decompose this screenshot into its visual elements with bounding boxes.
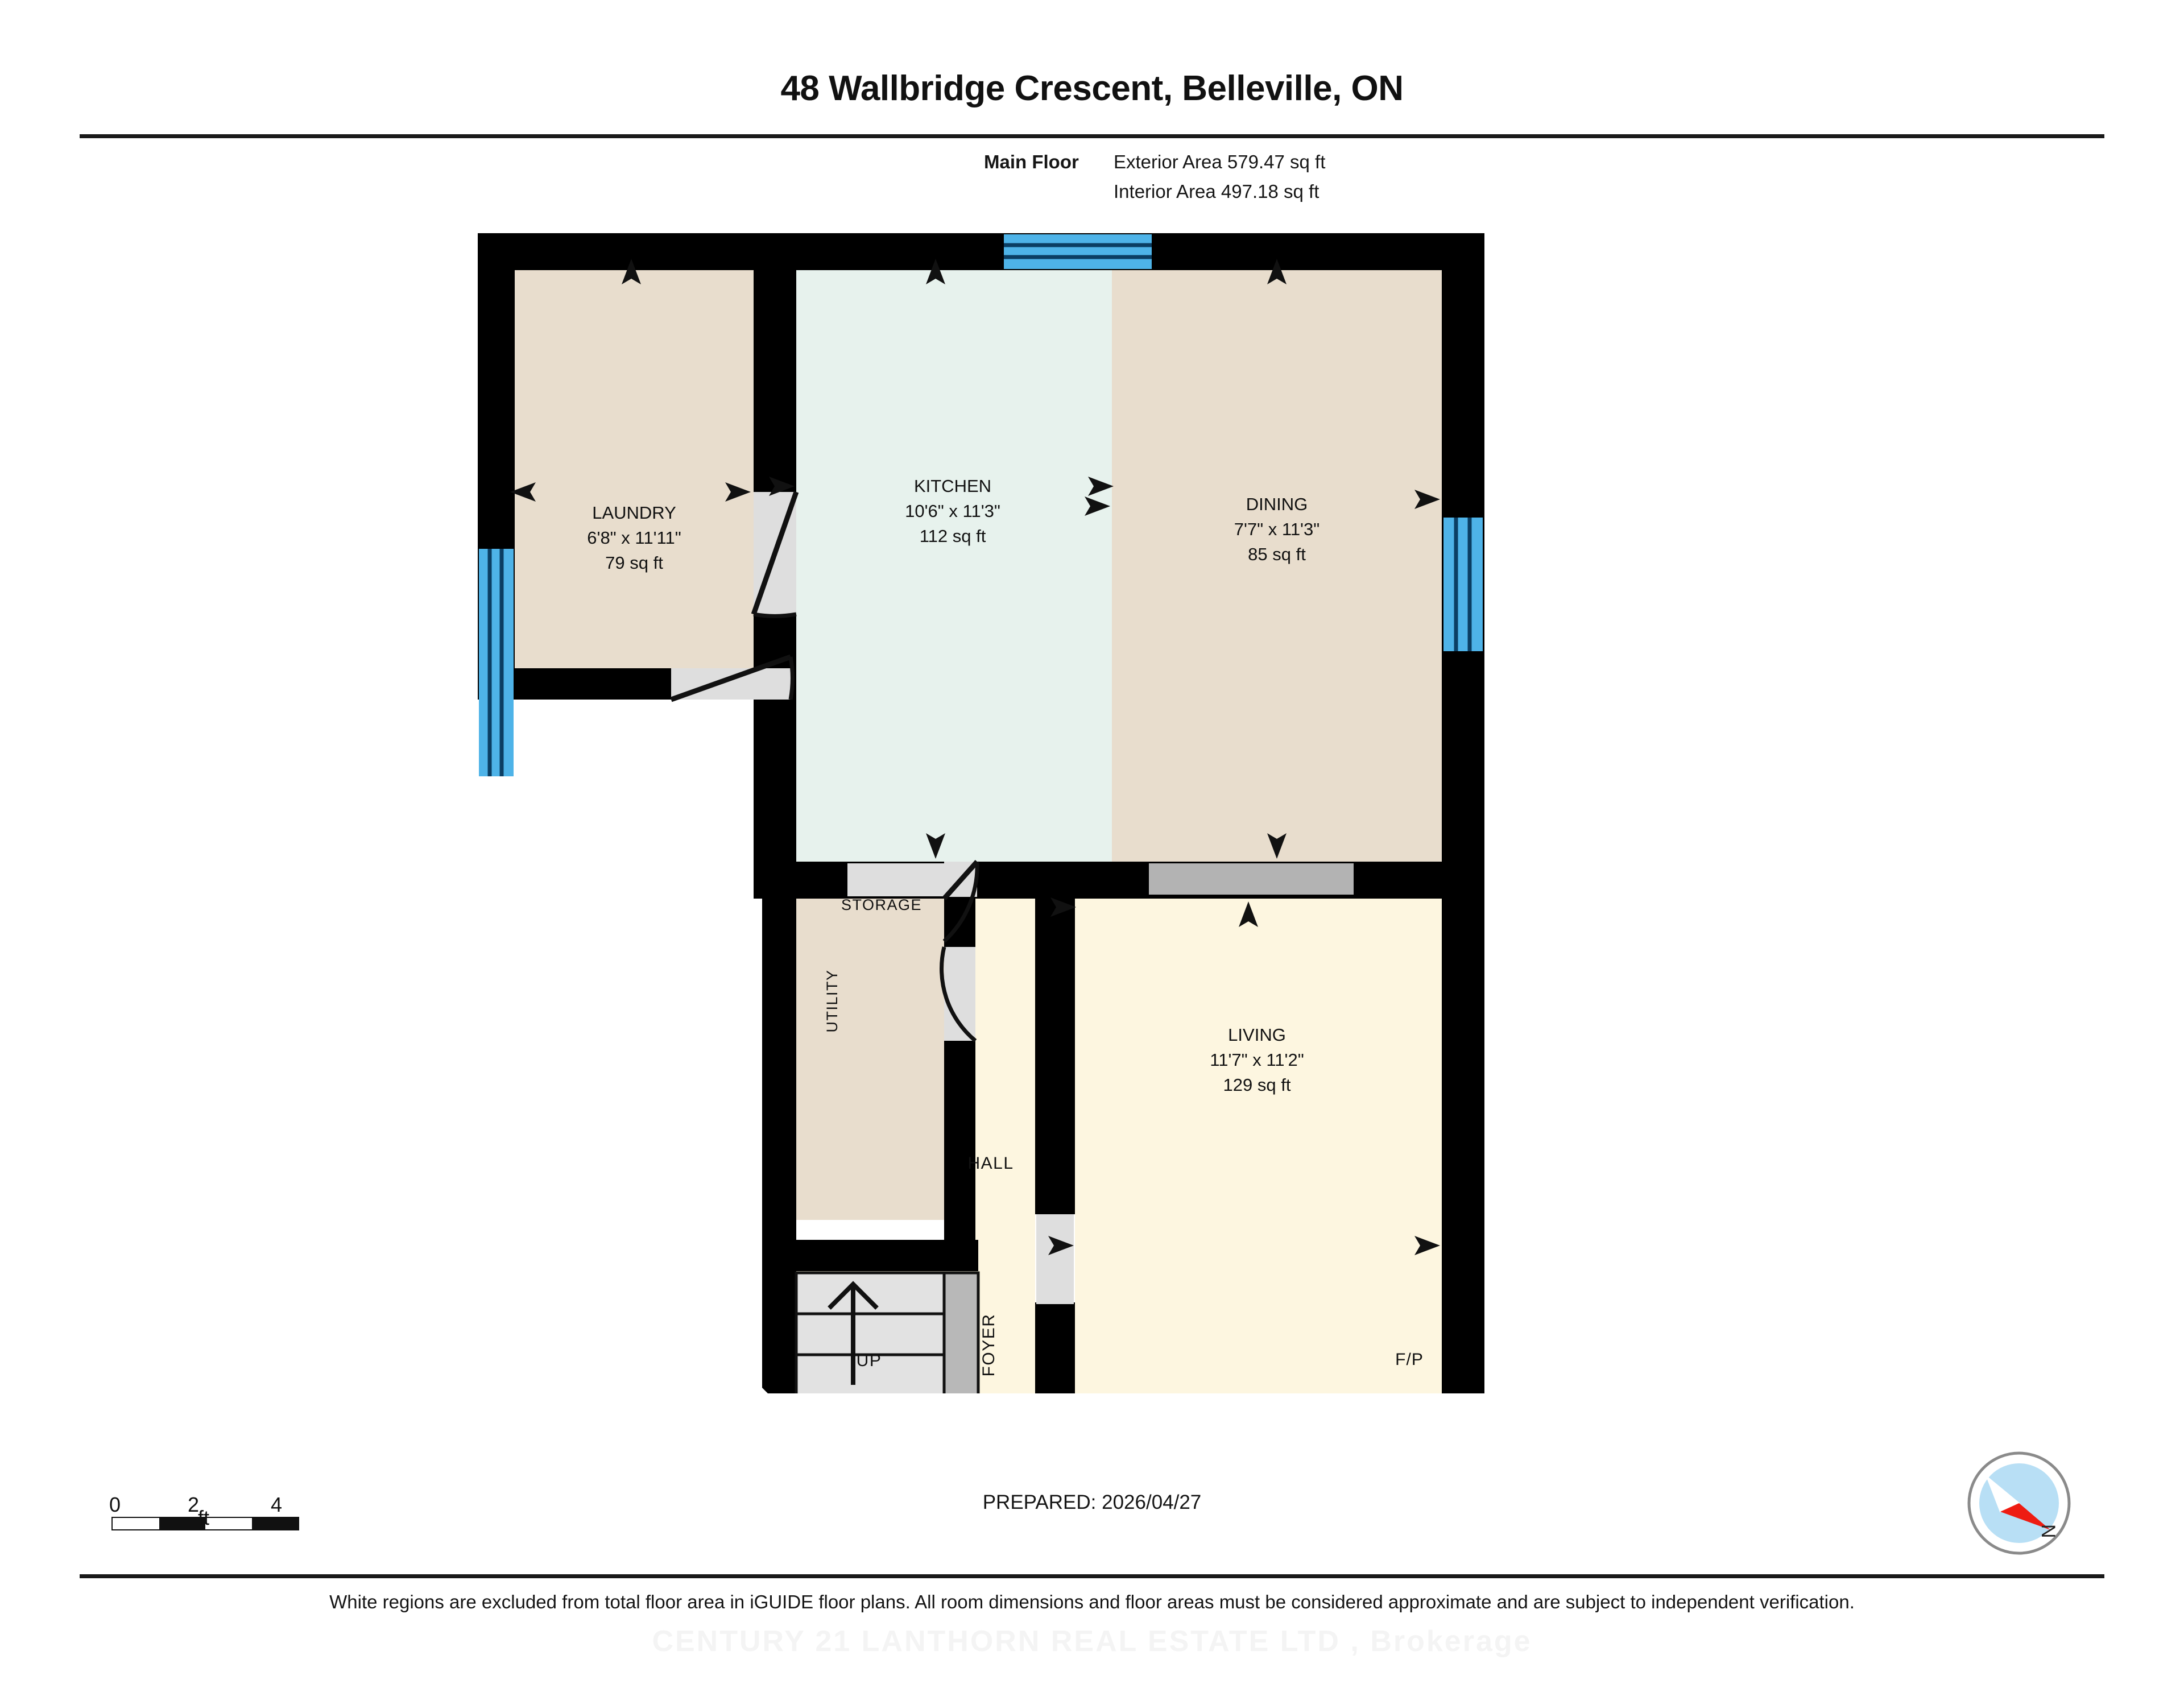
interior-area-row: Main Floor Interior Area 497.18 sq ft: [984, 182, 1325, 201]
page-title: 48 Wallbridge Crescent, Belleville, ON: [780, 69, 1404, 108]
wall-utility-left: [762, 862, 796, 1271]
header-divider: [80, 134, 2104, 138]
scale-seg-1: [113, 1518, 159, 1529]
room-label-laundry-area: 79 sq ft: [605, 553, 663, 573]
room-label-dining-area: 85 sq ft: [1248, 544, 1306, 564]
wall-hall-living-lower: [1035, 1302, 1075, 1393]
scale-tick-0: 0: [109, 1493, 121, 1516]
floor-plan-drawing: LAUNDRY 6'8" x 11'11" 79 sq ft KITCHEN 1…: [398, 227, 1792, 1393]
wall-right-exterior: [1442, 233, 1484, 1393]
door-laundry-kitchen: [751, 491, 799, 618]
exterior-area-row: Main Floor Exterior Area 579.47 sq ft: [984, 152, 1325, 171]
room-label-laundry-dims: 6'8" x 11'11": [587, 528, 681, 548]
scale-seg-4: [251, 1518, 298, 1529]
wall-stair-top: [762, 1240, 978, 1271]
floor-area-summary: Main Floor Exterior Area 579.47 sq ft Ma…: [984, 152, 1325, 212]
wall-laundry-top: [478, 233, 796, 270]
room-label-kitchen-name: KITCHEN: [914, 476, 991, 496]
room-fill-laundry: [515, 270, 754, 668]
scale-unit-label: ft: [198, 1506, 210, 1529]
room-label-kitchen-area: 112 sq ft: [920, 526, 986, 546]
window-laundry-left: [479, 549, 514, 776]
room-fill-dining: [1112, 270, 1442, 862]
compass-rose: [1965, 1449, 2073, 1557]
area-label-fireplace: F/P: [1395, 1350, 1424, 1369]
scale-tick-2: 2: [187, 1493, 200, 1516]
area-label-foyer: FOYER: [979, 1314, 998, 1377]
exterior-area-value: Exterior Area 579.47 sq ft: [1114, 151, 1326, 172]
room-label-laundry-name: LAUNDRY: [592, 503, 676, 523]
scale-tick-labels: 0 2 4: [109, 1493, 305, 1517]
room-label-living-area: 129 sq ft: [1223, 1075, 1291, 1095]
scale-seg-3: [205, 1518, 252, 1529]
room-label-living-dims: 11'7" x 11'2": [1210, 1050, 1304, 1070]
window-kitchen-top: [1004, 234, 1152, 269]
door-utility-top: [942, 860, 979, 943]
room-label-dining-name: DINING: [1246, 494, 1308, 514]
area-label-up: UP: [857, 1351, 882, 1370]
area-label-utility: UTILITY: [824, 969, 841, 1032]
compass-north-label: N: [2037, 1524, 2059, 1538]
area-label-storage: STORAGE: [841, 896, 922, 913]
area-label-hall: HALL: [967, 1154, 1014, 1173]
room-labels: LAUNDRY 6'8" x 11'11" 79 sq ft KITCHEN 1…: [587, 476, 1320, 1095]
room-fill-utility-storage: [796, 884, 944, 1220]
disclaimer-text: White regions are excluded from total fl…: [329, 1591, 1855, 1612]
scale-seg-2: [159, 1518, 205, 1529]
floor-label: Main Floor: [984, 151, 1079, 172]
opening-hall-living: [1036, 1214, 1074, 1304]
opening-dining-living: [1149, 863, 1354, 895]
view-direction-arrows: [510, 259, 1440, 1255]
area-labels: STORAGE UTILITY HALL FOYER UP F/P: [824, 896, 1424, 1377]
wall-hall-living-upper: [1035, 862, 1075, 1214]
prepared-date: PREPARED: 2026/04/27: [982, 1491, 1202, 1513]
room-fill-living: [1075, 899, 1442, 1393]
stairs-up: [795, 1271, 980, 1393]
scale-bar-graphic: [111, 1517, 299, 1530]
room-label-dining-dims: 7'7" x 11'3": [1234, 519, 1320, 539]
scale-bar: 0 2 4: [109, 1493, 305, 1530]
room-fill-kitchen: [796, 270, 1112, 862]
door-storage: [940, 946, 977, 1042]
brokerage-watermark: CENTURY 21 LANTHORN REAL ESTATE LTD , Br…: [652, 1625, 1532, 1658]
door-laundry-exterior: [670, 654, 795, 702]
interior-area-value: Interior Area 497.18 sq ft: [1114, 181, 1320, 202]
scale-tick-4: 4: [270, 1493, 283, 1516]
compass-needle-red: [2000, 1503, 2050, 1530]
wall-laundry-kitchen-upper: [754, 233, 796, 492]
wall-utility-right-lower: [944, 1041, 975, 1260]
room-label-kitchen-dims: 10'6" x 11'3": [905, 501, 1000, 521]
window-dining-right: [1443, 518, 1483, 651]
room-label-living-name: LIVING: [1228, 1025, 1286, 1045]
footer-divider: [80, 1574, 2104, 1578]
